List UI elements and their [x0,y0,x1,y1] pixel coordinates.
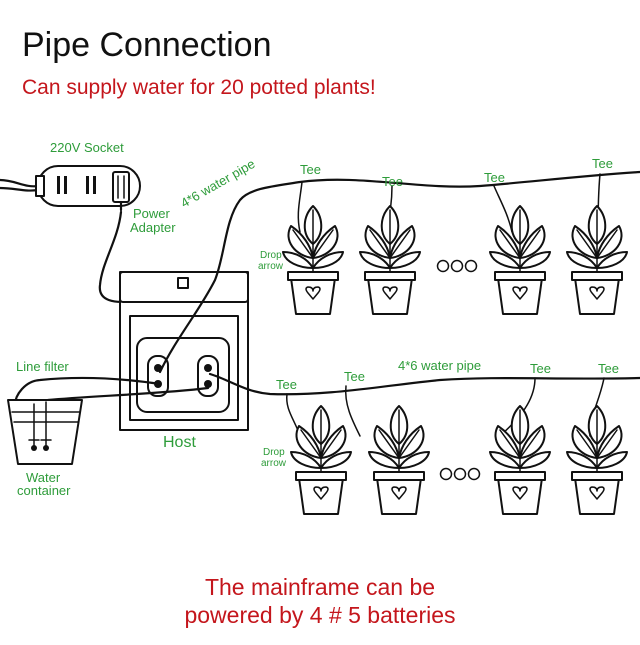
ellipsis-dots-icon [439,467,481,481]
host-pump-icon [119,271,249,431]
water-container-label-line2: container [17,483,71,498]
tee-label: Tee [530,361,551,376]
line-filter-label: Line filter [16,359,69,374]
potted-plant-icon [368,405,430,515]
footer-line2: powered by 4 # 5 batteries [184,602,456,628]
water-container-icon [7,399,83,465]
tee-label: Tee [598,361,619,376]
potted-plant-icon [282,205,344,315]
water-container-label-line1: Water [26,470,61,485]
potted-plant-icon [566,405,628,515]
page-title: Pipe Connection [22,26,272,64]
potted-plant-icon [489,205,551,315]
host-label: Host [163,434,196,451]
potted-plant-icon [566,205,628,315]
tee-label: Tee [382,174,403,189]
potted-plant-icon [489,405,551,515]
ellipsis-dots-icon [436,259,478,273]
power-adapter-icon [112,171,130,212]
footer-line1: The mainframe can be [204,574,436,600]
drop-arrow-label-line1: Drop [260,250,282,261]
potted-plant-icon [290,405,352,515]
adapter-label-line2: Adapter [130,220,176,235]
potted-plant-icon [359,205,421,315]
drop-arrow-label-line2: arrow [261,458,287,469]
adapter-label-line1: Power [133,206,171,221]
drop-arrow-label-line1: Drop [263,447,285,458]
socket-label: 220V Socket [50,140,124,155]
tee-label: Tee [344,369,365,384]
tee-label: Tee [592,156,613,171]
tee-label: Tee [484,170,505,185]
upper-pipe-label: 4*6 water pipe [178,156,257,211]
lower-pipe-label: 4*6 water pipe [398,358,481,373]
subtitle: Can supply water for 20 potted plants! [22,76,376,99]
tee-label: Tee [276,377,297,392]
tee-label: Tee [300,162,321,177]
drop-arrow-label-line2: arrow [258,261,284,272]
